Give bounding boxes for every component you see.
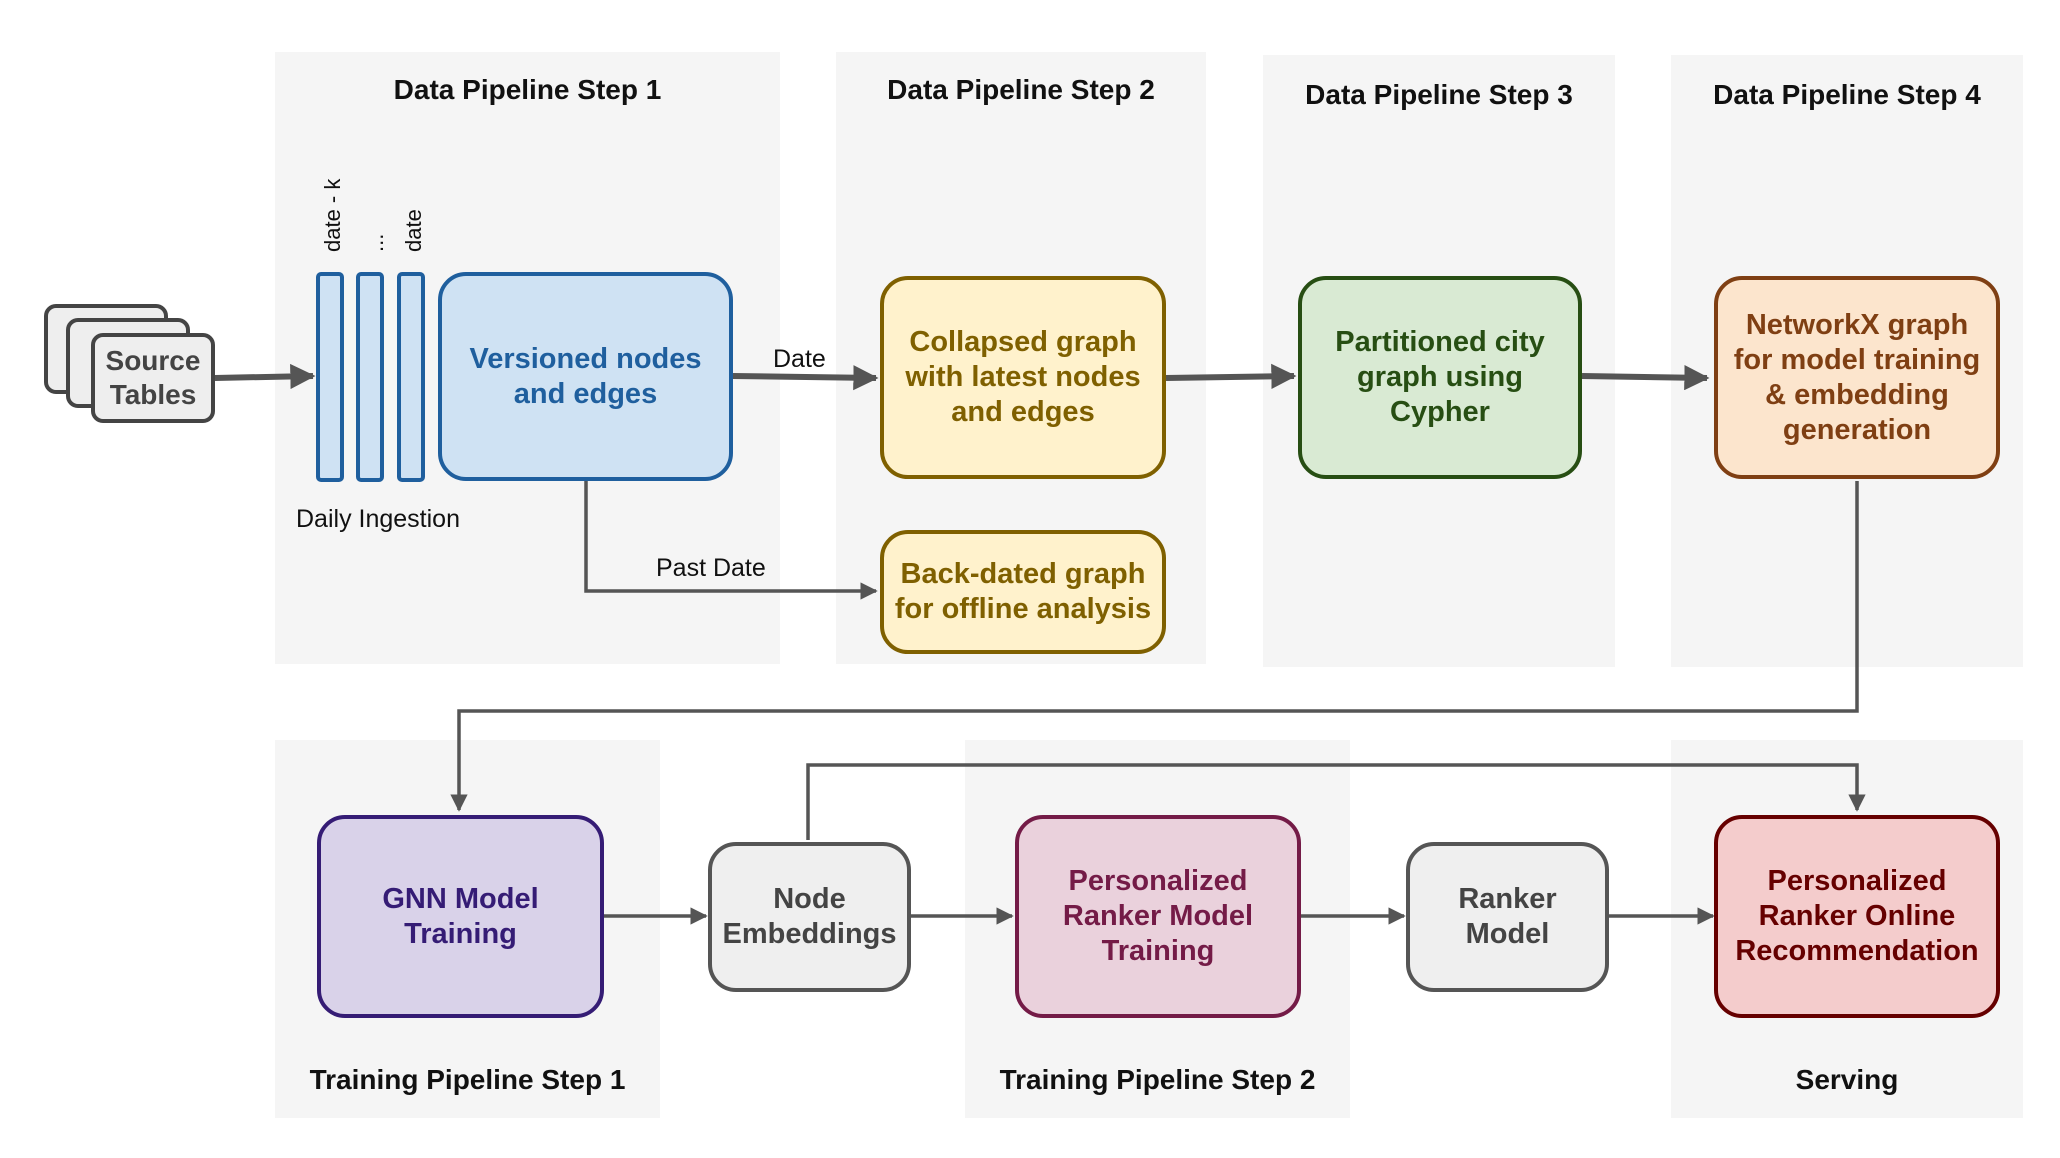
versioned-line-2: and edges [513, 377, 658, 410]
arrow-collapsed-to-partitioned [1165, 363, 1297, 389]
panel-title-serving: Serving [1795, 1064, 1899, 1095]
edge-label-past-date: Past Date [656, 554, 766, 582]
collapsed-line-1: Collapsed graph [909, 326, 1137, 358]
panel-title-data-step-4: Data Pipeline Step 4 [1713, 79, 1981, 110]
arrow-networkx-to-gnn [450, 481, 1859, 812]
partitioned-line-3: Cypher [1390, 396, 1490, 428]
online-line-1: Personalized [1767, 865, 1947, 897]
source-tables: Source Tables [91, 333, 215, 423]
arrow-versioned-to-backdated [584, 481, 878, 600]
arrow-partitioned-to-networkx [1581, 365, 1710, 391]
backdated-line-2: for offline analysis [894, 593, 1152, 625]
collapsed-line-2: with latest nodes [905, 361, 1141, 393]
ranker-model-line-1: Ranker [1458, 883, 1557, 915]
partitioned-line-2: graph using [1357, 361, 1523, 393]
daily-ingestion-caption: Daily Ingestion [296, 505, 460, 533]
versioned-line-1: Versioned nodes [469, 342, 702, 375]
ranker-model-line-2: Model [1465, 918, 1550, 950]
ranker-training-line-2: Ranker Model [1062, 900, 1254, 932]
online-line-3: Recommendation [1735, 935, 1979, 967]
collapsed-line-3: and edges [951, 396, 1095, 428]
networkx-line-2: for model training [1733, 343, 1981, 376]
panel-title-data-step-2: Data Pipeline Step 2 [887, 74, 1155, 105]
panel-title-data-step-1: Data Pipeline Step 1 [393, 74, 662, 105]
backdated-line-1: Back-dated graph [900, 558, 1146, 590]
panel-title-training-step-2: Training Pipeline Step 2 [999, 1064, 1316, 1095]
online-line-2: Ranker Online [1758, 900, 1956, 932]
networkx-line-4: generation [1782, 413, 1932, 446]
embeddings-line-2: Embeddings [722, 918, 897, 950]
ranker-training-line-1: Personalized [1068, 865, 1248, 897]
source-tables-line-2: Tables [109, 379, 197, 410]
source-tables-line-1: Source [105, 345, 201, 376]
gnn-line-2: Training [404, 917, 517, 950]
networkx-line-1: NetworkX graph [1745, 308, 1969, 341]
arrow-versioned-to-collapsed [732, 365, 879, 391]
panel-title-training-step-1: Training Pipeline Step 1 [309, 1064, 626, 1095]
panel-title-data-step-3: Data Pipeline Step 3 [1305, 79, 1573, 110]
ranker-training-line-3: Training [1101, 935, 1215, 967]
ingestion-bar-date [397, 272, 425, 482]
gnn-line-1: GNN Model [382, 882, 539, 915]
embeddings-line-1: Node [773, 883, 846, 915]
partitioned-line-1: Partitioned city [1335, 326, 1545, 358]
arrow-source-to-bars [214, 363, 316, 390]
ingestion-bar-date-minus-k [316, 272, 344, 482]
ingestion-label-date: date [401, 209, 426, 252]
networkx-line-3: & embedding [1765, 378, 1949, 411]
edge-label-date: Date [773, 345, 826, 373]
arrow-embeddings-to-online [806, 763, 1866, 840]
ingestion-label-ellipsis: ... [363, 233, 388, 252]
ingestion-label-date-minus-k: date - k [320, 178, 345, 252]
ingestion-bar-ellipsis [356, 272, 384, 482]
